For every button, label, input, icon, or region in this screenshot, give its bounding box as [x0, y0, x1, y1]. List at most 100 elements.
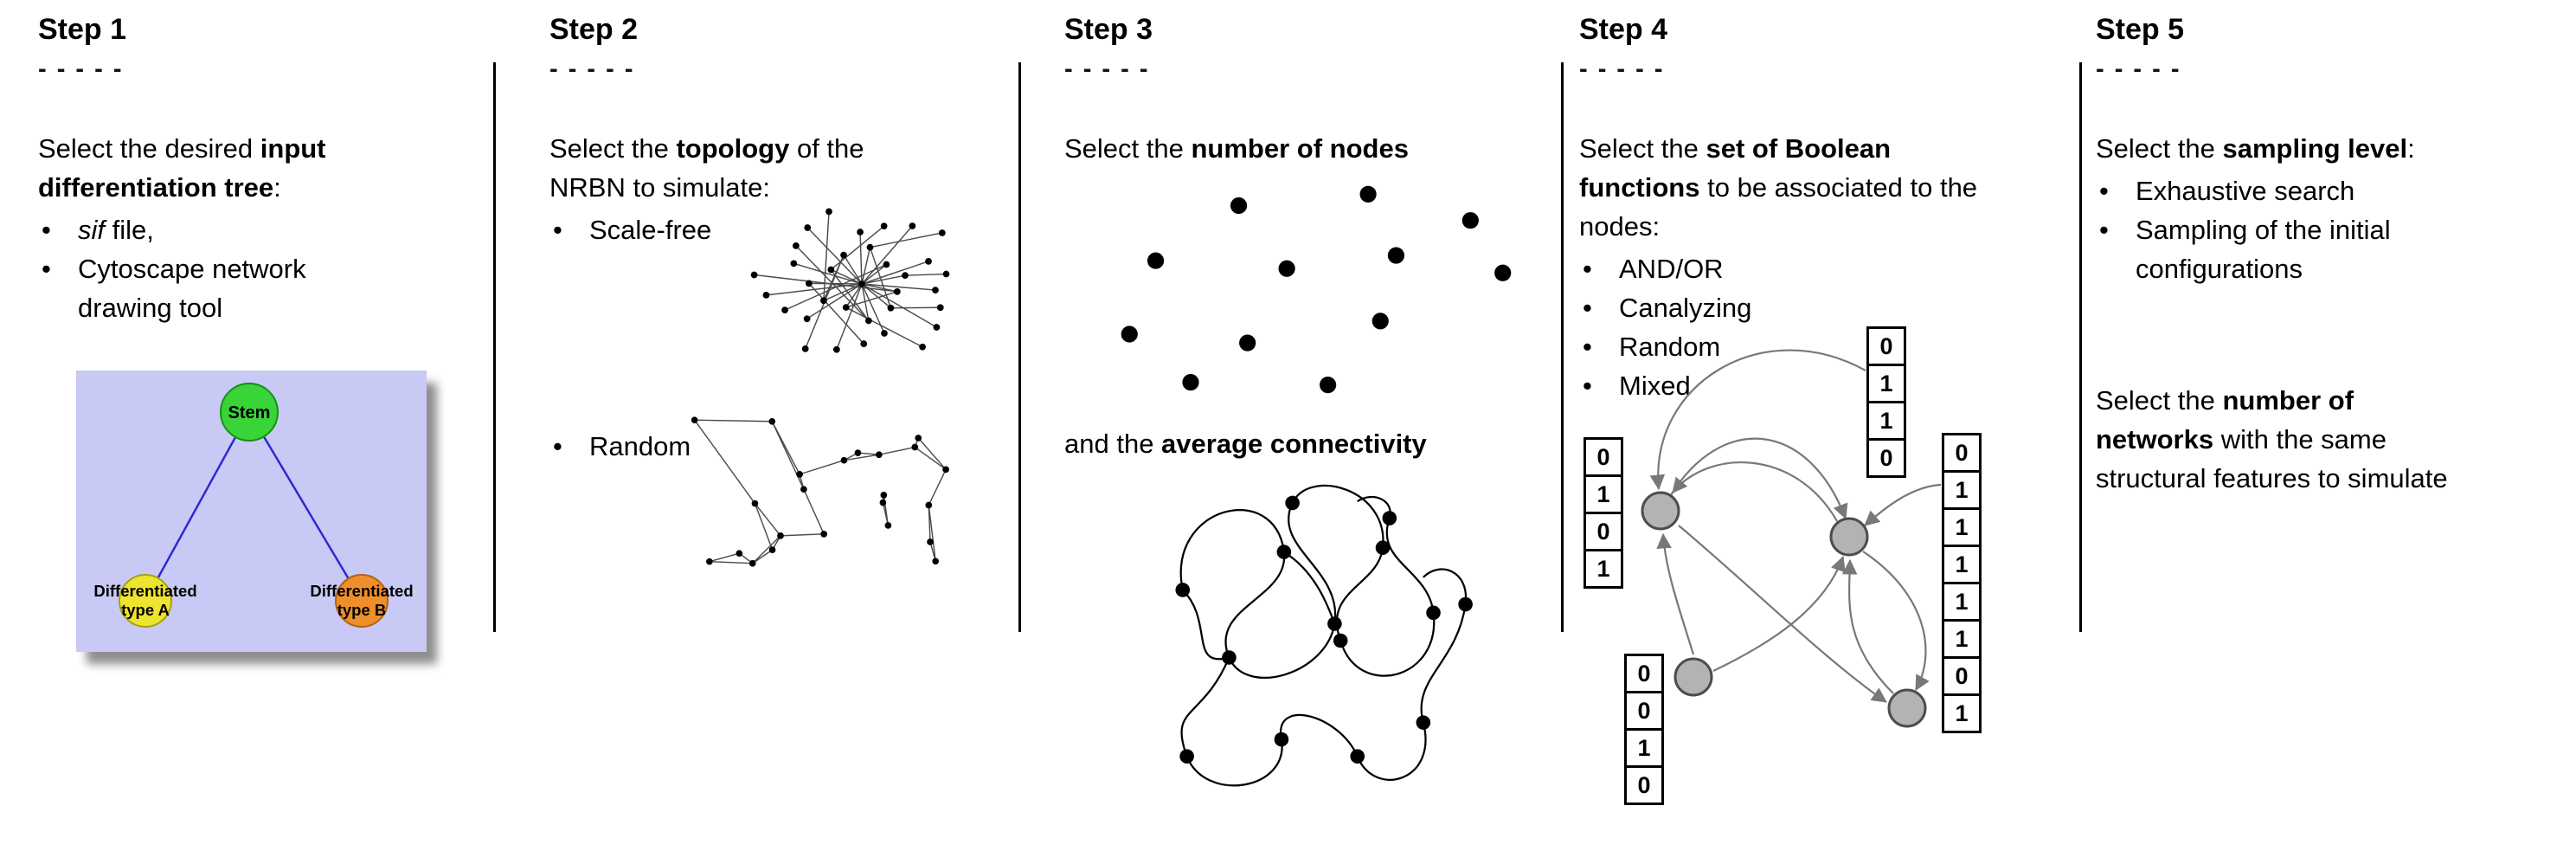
step-4-intro: Select the set of Boolean functions to b…: [1579, 129, 1982, 246]
step-2-title: Step 2: [549, 13, 639, 46]
edge-line: [878, 446, 915, 455]
truth-table-cell: 1: [1942, 470, 1982, 510]
edge-line: [861, 283, 870, 321]
edge-line: [861, 261, 929, 285]
column-divider: [1018, 62, 1021, 632]
node-dot: [793, 242, 800, 249]
dashes-separator: - - - - -: [1064, 55, 1150, 83]
node-dot: [1285, 495, 1300, 511]
step-2-intro: Select the topology of the NRBN to simul…: [549, 129, 926, 207]
stem-node: [220, 383, 279, 442]
tree-edges: [144, 411, 363, 602]
node-dot: [1458, 596, 1473, 612]
curve-edge: [1339, 495, 1436, 677]
edge-line: [754, 503, 781, 537]
type-b-label: type B: [337, 601, 387, 619]
node-dot: [1175, 583, 1191, 597]
truth-table-left: 0 1 0 1: [1584, 437, 1623, 589]
edge-line: [858, 452, 879, 455]
intro-bold-text: networks: [2096, 424, 2214, 455]
node-dot: [880, 492, 888, 499]
node-dot: [942, 466, 949, 474]
network-arrows: [1649, 349, 1942, 703]
node-dot: [933, 324, 941, 331]
bullet-item: sif file,: [38, 210, 328, 249]
step-4-panel: Step 4 - - - - - Select the set of Boole…: [1564, 0, 2079, 851]
intro-bold-text: topology: [676, 133, 790, 164]
type-a-node: [119, 574, 172, 628]
intro-text: :: [273, 172, 281, 203]
edge-line: [752, 549, 773, 564]
paragraph-line: networks with the same: [2096, 420, 2448, 459]
edge-line: [806, 227, 863, 285]
dashes-separator: - - - - -: [549, 55, 635, 83]
node-dot: [1278, 260, 1295, 277]
curve-edge: [1283, 551, 1336, 624]
edge-line: [823, 255, 845, 301]
edge-line: [771, 421, 805, 490]
step-4-bullet-list: AND/OR Canalyzing Random Mixed: [1579, 249, 2071, 405]
truth-table-cell: 0: [1624, 654, 1664, 693]
truth-table-cell: 0: [1866, 326, 1906, 366]
intro-text: Select the desired: [38, 133, 260, 164]
node-dot: [750, 271, 758, 279]
node-dot: [820, 531, 827, 538]
node-dot: [1230, 197, 1248, 215]
nodes-scatter-graphic: [1121, 185, 1512, 394]
dashes-separator: - - - - -: [1579, 55, 1665, 83]
truth-table-cell: 0: [1624, 765, 1664, 805]
dashes-separator: - - - - -: [2096, 55, 2181, 83]
node-dot: [1222, 650, 1237, 665]
bullet-item: Random: [1579, 327, 2071, 366]
edge-line: [845, 283, 863, 308]
column-divider: [2079, 62, 2082, 632]
curve-edge: [1287, 484, 1384, 641]
step-5-intro: Select the sampling level:: [2096, 129, 2567, 168]
bullet-text: file,: [105, 215, 154, 245]
node-dot: [1494, 264, 1512, 281]
intro-bold-text: number of nodes: [1191, 133, 1409, 164]
average-connectivity-text: and the average connectivity: [1064, 424, 1427, 463]
edge-line: [845, 291, 898, 308]
node-dot: [1276, 545, 1292, 559]
intro-text: to be associated to the nodes:: [1579, 172, 1978, 242]
edge-line: [844, 454, 879, 461]
column-divider: [1561, 62, 1564, 632]
step-2-bullet-list: Scale-free Random: [549, 210, 1001, 466]
edge-line: [861, 283, 885, 334]
edge-line: [917, 437, 947, 470]
edge-line: [752, 535, 781, 564]
truth-table-cell: 0: [1942, 656, 1982, 696]
step-3-panel: Step 3 - - - - - Select the number of no…: [1021, 0, 1561, 851]
intro-text: Select the: [1579, 133, 1706, 164]
edge-line: [793, 262, 863, 285]
edge-line: [709, 560, 753, 564]
truth-table-cell: 1: [1942, 582, 1982, 622]
truth-table-cell: 1: [1942, 693, 1982, 733]
differentiation-tree-svg: Stem Differentiated type A Differentiate…: [76, 371, 427, 652]
intro-bold-text: number of: [2222, 385, 2354, 416]
node-dot: [1387, 247, 1405, 264]
bullet-item: Cytoscape network drawing tool: [38, 249, 328, 327]
node-dot: [736, 550, 743, 558]
intro-text: :: [2407, 133, 2415, 164]
node-dot: [858, 280, 865, 287]
bullet-item: Mixed: [1579, 366, 2071, 405]
node-dot: [866, 243, 874, 251]
node-dot: [925, 501, 933, 509]
edge-line: [754, 274, 897, 293]
truth-table-cell: 1: [1584, 549, 1623, 589]
node-dot: [936, 304, 944, 312]
edge-line: [861, 263, 887, 285]
node-dot: [796, 471, 803, 478]
node-dot: [854, 449, 862, 456]
node-dot: [902, 272, 909, 280]
type-b-node: [335, 574, 389, 628]
networks-paragraph: Select the number of networks with the s…: [2096, 381, 2448, 498]
node-dot: [706, 558, 713, 565]
scale-free-network-graphic: [750, 208, 950, 353]
edge-line: [780, 533, 825, 537]
bullet-text: Random: [589, 431, 691, 461]
node-dot: [1350, 749, 1365, 764]
